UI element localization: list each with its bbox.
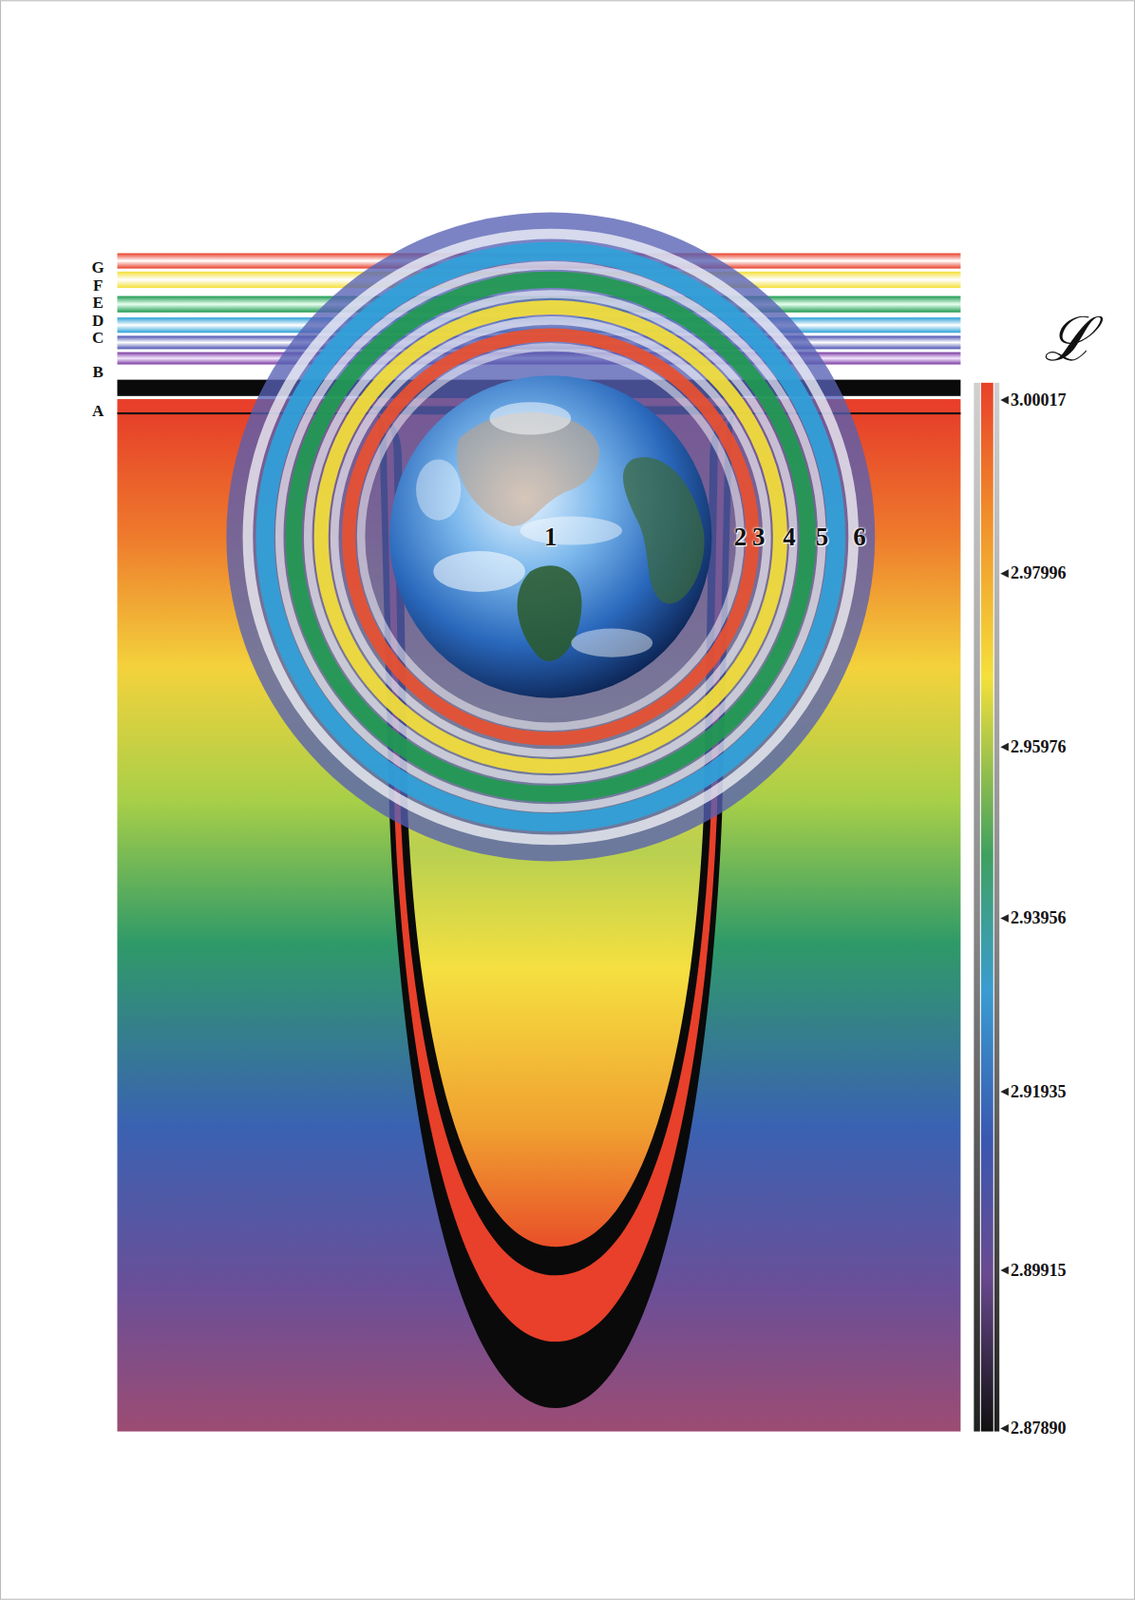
colorbar-value: 2.95976 <box>1010 737 1067 756</box>
quantity-symbol: ℒ <box>1043 309 1095 371</box>
callout-number: 6 <box>852 524 867 550</box>
colorbar-value: 2.97996 <box>1010 564 1067 582</box>
colorbar-value: 2.93956 <box>1010 908 1067 927</box>
band-letter: E <box>92 294 103 311</box>
band-letter: D <box>92 312 104 329</box>
callout-number: 4 <box>782 524 796 550</box>
callout-number: 2 <box>734 524 748 550</box>
band-letter: C <box>92 329 104 346</box>
band-letter: A <box>92 402 104 419</box>
colorbar-value: 3.00017 <box>1010 391 1067 409</box>
callout-number: 1 <box>544 524 558 550</box>
colorbar-value: 2.87890 <box>1010 1418 1067 1437</box>
band-letter: B <box>92 363 103 380</box>
callout-number: 3 <box>752 524 766 550</box>
colorbar-value: 2.89915 <box>1010 1261 1067 1279</box>
colorbar-value: 2.91935 <box>1010 1082 1067 1100</box>
callout-number: 5 <box>815 524 830 550</box>
band-letter: F <box>93 277 103 294</box>
band-letter: G <box>91 259 104 276</box>
